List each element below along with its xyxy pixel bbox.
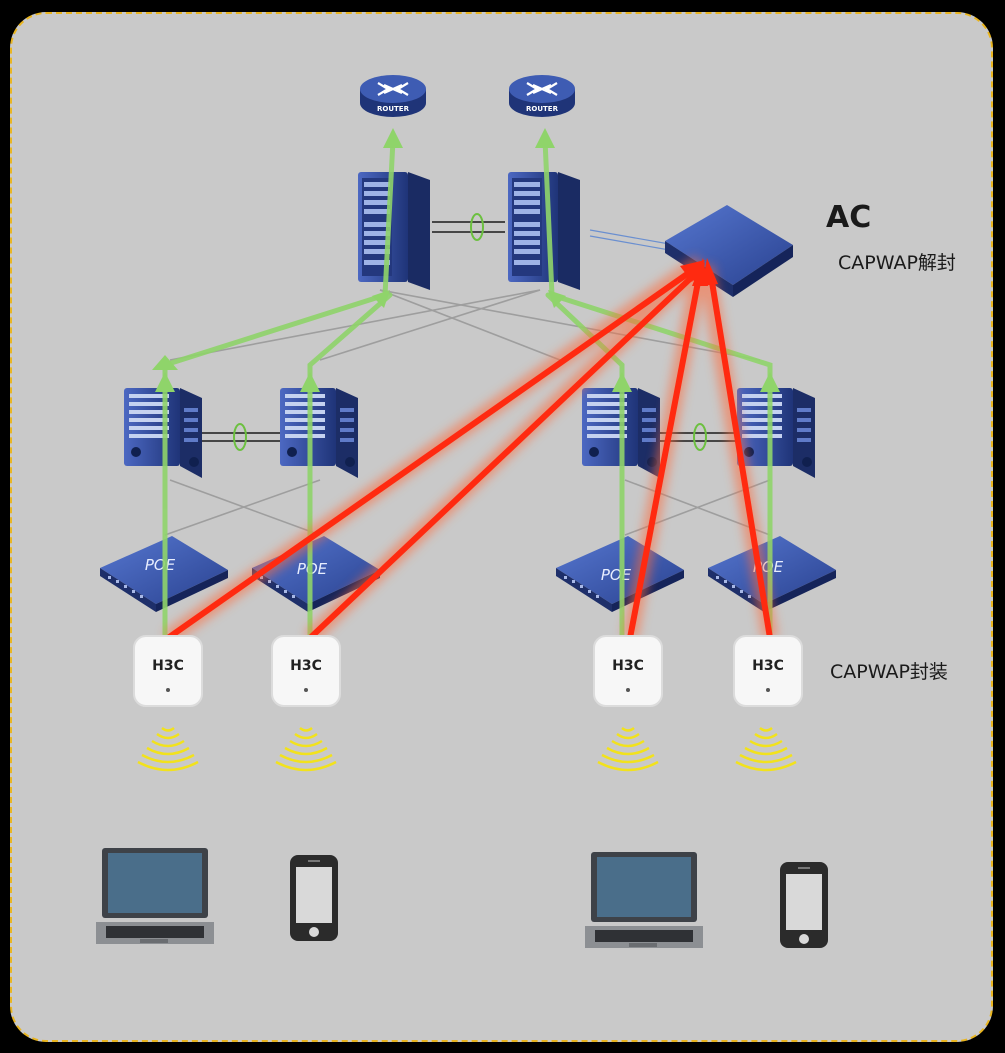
wifi-signal-icon-2 xyxy=(274,726,338,772)
ap-4-brand: H3C xyxy=(752,658,784,674)
router-left-label: ROUTER xyxy=(377,105,410,113)
wifi-signal-icon-1 xyxy=(136,726,200,772)
router-right: ROUTER xyxy=(509,75,575,117)
capwap-decap-label: CAPWAP解封 xyxy=(838,252,956,274)
core-switch-right xyxy=(508,172,580,290)
laptop-icon-1 xyxy=(96,848,214,944)
ap-3: H3C xyxy=(593,635,663,707)
core-to-ac-links xyxy=(589,229,676,252)
core-switch-left xyxy=(358,172,430,290)
capwap-tunnels-glow xyxy=(163,255,778,645)
poe-switch-3-label: POE xyxy=(601,566,632,584)
capwap-arrowheads xyxy=(680,258,718,286)
poe-switch-1: POE xyxy=(100,536,228,612)
ap-1-brand: H3C xyxy=(152,658,184,674)
router-left: ROUTER xyxy=(360,75,426,117)
ac-label: AC xyxy=(826,200,872,235)
capwap-encap-label: CAPWAP封装 xyxy=(830,661,948,683)
capwap-tunnels xyxy=(166,269,773,641)
stack-ring-icons xyxy=(233,213,707,451)
ap-2: H3C xyxy=(271,635,341,707)
router-right-label: ROUTER xyxy=(526,105,559,113)
ap-3-brand: H3C xyxy=(612,658,644,674)
dist-switch-2 xyxy=(280,388,358,478)
dist-switch-4 xyxy=(737,388,815,478)
laptop-icon-2 xyxy=(585,852,703,948)
green-arrowheads xyxy=(152,128,780,392)
phone-icon-2 xyxy=(780,862,828,948)
poe-switch-1-label: POE xyxy=(145,556,176,574)
wifi-signal-icon-3 xyxy=(596,726,660,772)
ap-4: H3C xyxy=(733,635,803,707)
wifi-signal-icon-4 xyxy=(734,726,798,772)
ap-1: H3C xyxy=(133,635,203,707)
ap-2-brand: H3C xyxy=(290,658,322,674)
phone-icon-1 xyxy=(290,855,338,941)
